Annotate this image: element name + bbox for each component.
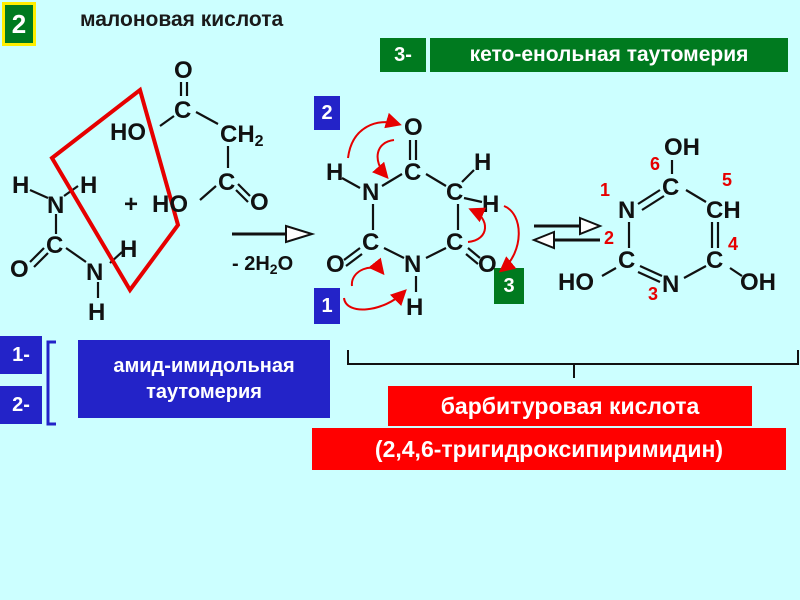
urea-n-bottom: N bbox=[86, 259, 103, 286]
enol-c2: C bbox=[618, 247, 635, 274]
reaction-arrow bbox=[232, 224, 316, 244]
slide-number-badge: 2 bbox=[2, 2, 36, 46]
keto-o-top: O bbox=[404, 114, 423, 141]
enol-c6: C bbox=[662, 174, 679, 201]
keto-c4: C bbox=[446, 229, 463, 256]
keto-n3: N bbox=[404, 251, 421, 278]
ring-number-3: 3 bbox=[648, 284, 658, 304]
amide-number-1: 1- bbox=[0, 336, 42, 374]
barbituric-bracket bbox=[347, 350, 799, 378]
malonic-c-bottom: C bbox=[218, 169, 235, 196]
enol-c4: C bbox=[706, 247, 723, 274]
ring-number-4: 4 bbox=[728, 234, 738, 254]
barbituric-systematic-label: (2,4,6-тригидроксипиримидин) bbox=[312, 428, 786, 470]
malonic-ch2: CH2 bbox=[220, 121, 264, 150]
marker-2: 2 bbox=[314, 96, 340, 130]
keto-o-left: O bbox=[326, 251, 345, 278]
keto-n1: N bbox=[362, 179, 379, 206]
keto-h5a: H bbox=[474, 149, 491, 176]
enol-ho-left: HO bbox=[558, 269, 594, 296]
ring-number-1: 1 bbox=[600, 180, 610, 200]
keto-enol-number: 3- bbox=[380, 38, 426, 72]
ring-number-6: 6 bbox=[650, 154, 660, 174]
malonic-o-bottom: O bbox=[250, 189, 269, 216]
enol-ring-numbers: 1 2 3 4 5 6 bbox=[600, 154, 738, 304]
malonic-ho-bottom: HO bbox=[152, 191, 188, 218]
tautomer-curved-arrows bbox=[343, 112, 520, 311]
malonic-bonds bbox=[159, 82, 251, 203]
urea-c: C bbox=[46, 232, 63, 259]
urea-h-nbottom-down: H bbox=[88, 299, 105, 326]
enol-n1: N bbox=[618, 197, 635, 224]
keto-enol-label: кето-енольная таутомерия bbox=[430, 38, 788, 72]
keto-o-right: O bbox=[478, 251, 497, 278]
water-elimination: - 2H2O bbox=[232, 253, 293, 277]
malonic-o-top: O bbox=[174, 57, 193, 84]
malonic-c-top: C bbox=[174, 97, 191, 124]
ring-number-2: 2 bbox=[604, 228, 614, 248]
keto-c6: C bbox=[404, 159, 421, 186]
slide-number: 2 bbox=[11, 8, 27, 39]
equilibrium-arrows bbox=[531, 216, 603, 250]
malonic-acid-molecule: O C HO CH2 C O HO bbox=[110, 57, 269, 218]
barbituric-keto-bonds bbox=[341, 140, 483, 292]
title-malonic-acid: малоновая кислота bbox=[80, 8, 284, 31]
enol-oh-top: OH bbox=[664, 134, 700, 161]
urea-h-right: H bbox=[80, 172, 97, 199]
malonic-ho-top: HO bbox=[110, 119, 146, 146]
urea-molecule: H H N C O N H H bbox=[10, 172, 137, 326]
plus-sign: + bbox=[124, 191, 138, 218]
urea-bonds bbox=[29, 185, 123, 298]
condensation-box bbox=[49, 86, 181, 294]
marker-1: 1 bbox=[314, 288, 340, 324]
urea-o: O bbox=[10, 256, 29, 283]
keto-c5: C bbox=[446, 179, 463, 206]
barbituric-enol-bonds bbox=[601, 160, 743, 284]
keto-h-n1: H bbox=[326, 159, 343, 186]
ring-number-5: 5 bbox=[722, 170, 732, 190]
urea-n-top: N bbox=[47, 192, 64, 219]
urea-h-left: H bbox=[12, 172, 29, 199]
amide-number-2: 2- bbox=[0, 386, 42, 424]
amide-imidol-label: амид-имидольная таутомерия bbox=[78, 340, 330, 418]
amide-bracket bbox=[46, 340, 56, 426]
barbituric-acid-label: барбитуровая кислота bbox=[388, 386, 752, 426]
barbituric-keto-molecule: O C H N C H H C O N H C O bbox=[326, 114, 499, 321]
marker-3: 3 bbox=[494, 268, 524, 304]
urea-h-nbottom-right: H bbox=[120, 236, 137, 263]
enol-ch5: CH bbox=[706, 197, 741, 224]
enol-oh-right: OH bbox=[740, 269, 776, 296]
enol-n3: N bbox=[662, 271, 679, 298]
keto-h-n3: H bbox=[406, 294, 423, 321]
keto-c2: C bbox=[362, 229, 379, 256]
keto-h5b: H bbox=[482, 191, 499, 218]
barbituric-enol-molecule: OH C N CH C C HO N OH bbox=[558, 134, 776, 298]
